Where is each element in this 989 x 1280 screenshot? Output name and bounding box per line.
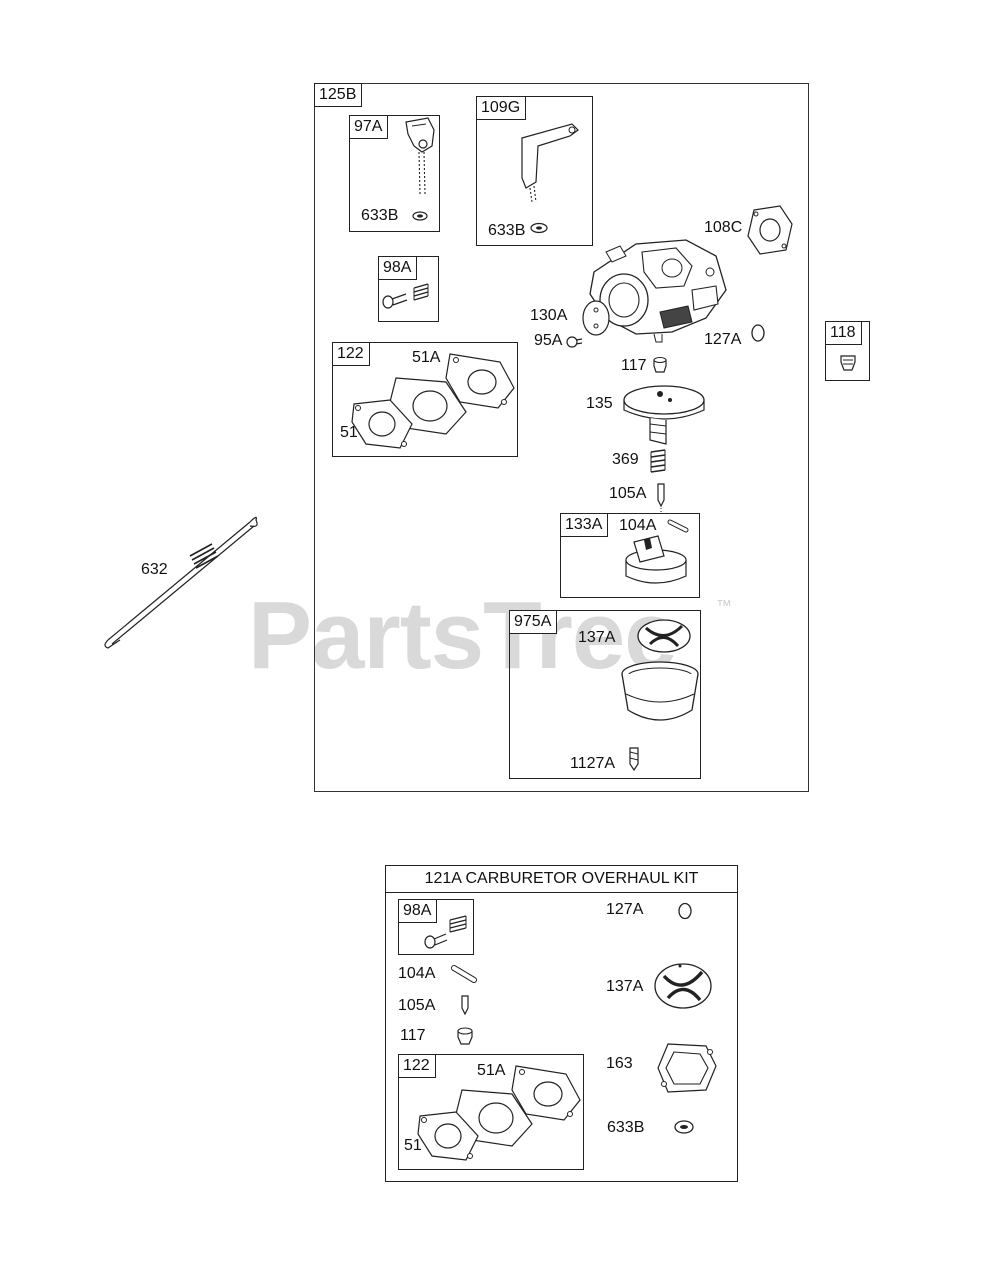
watermark-brand: PartsTree (248, 582, 678, 689)
kit-part-105a: 105A (398, 997, 436, 1014)
kit-needle-105a-drawing (458, 994, 472, 1016)
kit-121a-title: 121A CARBURETOR OVERHAUL KIT (386, 866, 737, 893)
screw-95a-drawing (566, 334, 584, 350)
jet-117-drawing (652, 356, 668, 374)
group-125b-tag: 125B (314, 83, 363, 107)
kit-pin-104a-drawing (450, 964, 478, 984)
part-117-main: 117 (621, 357, 647, 374)
part-51a-main: 51A (412, 349, 441, 366)
kit-subgroup-98a-tag: 98A (398, 899, 438, 923)
kit-subgroup-122-tag: 122 (398, 1054, 436, 1078)
throttle-lever-109g-drawing (512, 118, 584, 240)
part-632: 632 (141, 561, 168, 578)
subgroup-133a-tag: 133A (560, 513, 609, 537)
kit-part-117: 117 (400, 1027, 426, 1044)
subgroup-98a-tag: 98A (378, 256, 418, 280)
kit-part-51: 51 (404, 1137, 422, 1154)
subgroup-975a: 975A (509, 610, 701, 779)
kit-121a: 121A CARBURETOR OVERHAUL KIT (385, 865, 738, 1182)
part-1127a: 1127A (570, 755, 616, 772)
float-133a-drawing (620, 516, 696, 592)
screw-spring-98a-drawing (380, 282, 436, 314)
subgroup-97a: 97A (349, 115, 440, 232)
kit-screw-spring-98a-drawing (418, 912, 472, 952)
part-633b-109g: 633B (488, 222, 526, 239)
kit-part-104a: 104A (398, 965, 436, 982)
kit-part-127a: 127A (606, 901, 644, 918)
kit-part-633b: 633B (607, 1119, 645, 1136)
oring-127a-drawing (748, 322, 768, 344)
carburetor-body-drawing (576, 232, 732, 350)
kit-gaskets-122-drawing (416, 1060, 584, 1166)
part-105a-main: 105A (609, 485, 647, 502)
kit-part-51a: 51A (477, 1062, 506, 1079)
subgroup-109g: 109G (476, 96, 593, 246)
part-51-main: 51 (340, 424, 358, 441)
choke-lever-97a-drawing (398, 116, 440, 226)
part-95a: 95A (534, 332, 563, 349)
subgroup-133a: 133A (560, 513, 700, 598)
subgroup-122-tag: 122 (332, 342, 370, 366)
kit-jet-117-drawing (456, 1026, 474, 1046)
kit-subgroup-98a: 98A (398, 899, 474, 955)
subgroup-122: 122 (332, 342, 518, 457)
part-118-box: 118 (825, 321, 870, 381)
kit-seal-633b-drawing (672, 1118, 696, 1136)
part-135: 135 (586, 395, 613, 412)
kit-gasket-163-drawing (654, 1040, 720, 1096)
kit-diaphragm-137a-drawing (652, 960, 714, 1012)
bowl-975a-drawing (614, 614, 700, 778)
part-118-drawing (838, 352, 858, 374)
spring-369-drawing (648, 448, 668, 476)
subgroup-109g-tag: 109G (476, 96, 527, 120)
part-369: 369 (612, 451, 639, 468)
watermark-trademark: ™ (716, 598, 732, 615)
kit-subgroup-122: 122 (398, 1054, 584, 1170)
part-118-tag: 118 (825, 321, 862, 345)
needle-105a-drawing (654, 482, 668, 512)
part-633b-97a: 633B (361, 207, 399, 224)
gasket-108c-drawing (744, 204, 796, 256)
kit-oring-127a-drawing (676, 900, 694, 922)
gaskets-122-drawing (350, 348, 518, 452)
part-104a-main: 104A (619, 517, 657, 534)
subgroup-975a-tag: 975A (509, 610, 558, 634)
kit-part-137a: 137A (606, 978, 644, 995)
part-127a-main: 127A (704, 331, 742, 348)
part-130a: 130A (530, 307, 568, 324)
kit-part-163: 163 (606, 1055, 633, 1072)
part-137a-main: 137A (578, 629, 616, 646)
subgroup-98a: 98A (378, 256, 439, 322)
float-135-drawing (620, 380, 708, 450)
part-108c: 108C (704, 219, 743, 236)
governor-link-632-drawing (100, 508, 264, 648)
subgroup-97a-tag: 97A (349, 115, 389, 139)
group-125b: 125B (314, 83, 809, 792)
plate-130a-drawing (578, 298, 614, 338)
